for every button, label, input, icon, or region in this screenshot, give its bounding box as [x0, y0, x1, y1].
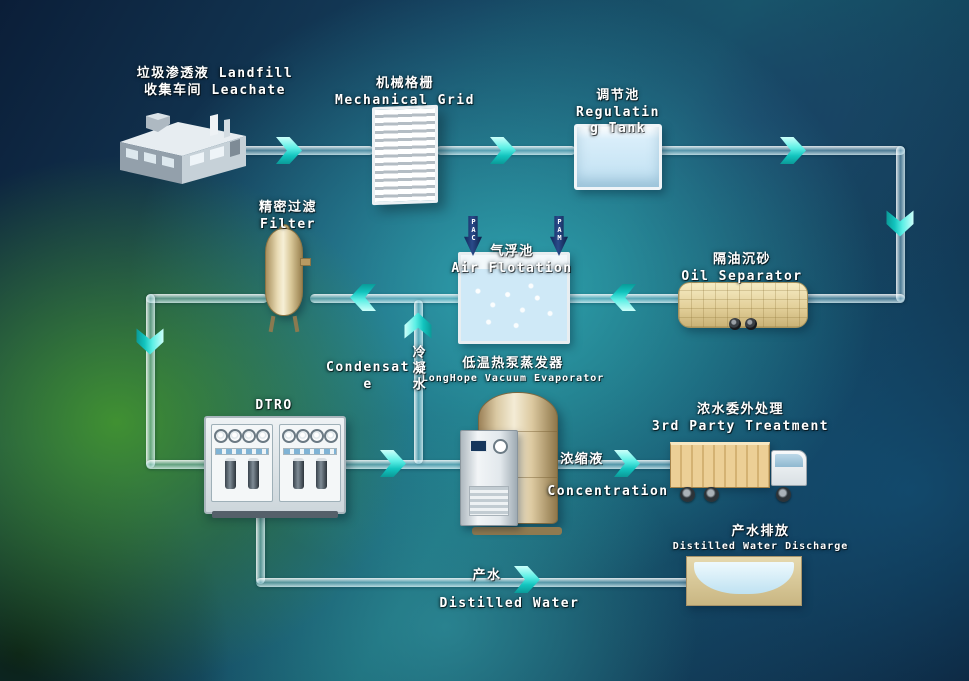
label-condensate-zh: 冷凝水 [409, 345, 425, 393]
pipe [146, 294, 155, 468]
membrane-housing-icon [316, 458, 328, 489]
filter-vessel-icon [262, 224, 311, 333]
dosing-arrow-icon: PAC [464, 216, 482, 256]
pipe [232, 146, 374, 155]
gauge-icon [282, 429, 296, 443]
membrane-housing-icon [292, 458, 304, 489]
wheel-icon [745, 318, 757, 330]
label-landfill: 垃圾渗透液 Landfill 收集车间 Leachate [120, 66, 310, 99]
factory-icon [112, 96, 252, 188]
label-air-flotation: 气浮池 Air Flotation [448, 244, 576, 277]
label-distilled-zh: 产水 [472, 568, 502, 583]
membrane-housing-icon [224, 458, 236, 489]
evaporator-icon [460, 392, 564, 535]
label-line: 收集车间 Leachate [144, 82, 286, 98]
dose-label: PAC [469, 218, 478, 242]
pipe [146, 460, 210, 469]
gauge-icon [310, 429, 324, 443]
label-line: 低温热泵蒸发器 [462, 356, 564, 371]
label-evaporator: 低温热泵蒸发器 LongHope Vacuum Evaporator [408, 356, 618, 385]
piping-strip [283, 448, 337, 455]
label-distilled-en: Distilled Water [439, 596, 580, 611]
label-line: g Tank [590, 121, 646, 137]
label-line: 垃圾渗透液 Landfill [136, 66, 294, 81]
membrane-housing-icon [248, 458, 260, 489]
oil-separator-icon [678, 282, 808, 330]
cabinet-vent [469, 486, 509, 516]
label-condensate-en: Condensate [326, 360, 410, 392]
dose-label: PAM [555, 218, 564, 242]
label-discharge: 产水排放 Distilled Water Discharge [658, 524, 863, 553]
gauge-icon [228, 429, 242, 443]
truck-icon [670, 436, 812, 502]
label-line: Mechanical Grid [335, 92, 475, 108]
label-line: LongHope Vacuum Evaporator [421, 372, 605, 384]
label-filter: 精密过滤 Filter [238, 200, 338, 233]
evaporator-base [472, 527, 562, 535]
label-line: Air Flotation [451, 260, 573, 276]
wheel-icon [729, 318, 741, 330]
filter-nozzle [300, 258, 311, 266]
filter-leg [292, 315, 300, 333]
air-flotation-tank-icon [458, 252, 570, 344]
label-concentration-en: Concentration [547, 484, 669, 499]
mechanical-grid-icon [372, 104, 438, 206]
truck-window [775, 454, 803, 467]
control-cabinet-icon [460, 430, 518, 526]
truck-cab [771, 450, 807, 486]
discharge-pool-icon [686, 556, 802, 606]
dtro-base [212, 511, 338, 518]
label-line: 浓水委外处理 [696, 402, 784, 417]
label-mechanical-grid: 机械格栅 Mechanical Grid [330, 76, 480, 109]
cabinet-screen [470, 440, 487, 452]
label-line: 产水排放 [731, 524, 790, 539]
wheel-icon [704, 487, 719, 502]
label-oil-separator: 隔油沉砂 Oil Separator [652, 252, 832, 285]
gauge-icon [214, 429, 228, 443]
wheel-icon [776, 487, 791, 502]
label-dtro: DTRO [224, 398, 324, 415]
label-line: 隔油沉砂 [712, 252, 771, 267]
label-line: Distilled Water Discharge [672, 540, 849, 552]
pipe [146, 294, 268, 303]
pipe [256, 510, 265, 584]
pipe [800, 294, 905, 303]
filter-leg [268, 315, 276, 333]
regulating-tank-icon [574, 124, 662, 190]
pipe [256, 578, 693, 587]
wheel-icon [680, 487, 695, 502]
piping-strip [215, 448, 269, 455]
pipe [414, 300, 423, 464]
label-line: 调节池 [596, 88, 640, 103]
pool-water [694, 562, 794, 594]
dosing-arrow-icon: PAM [550, 216, 568, 256]
label-line: Filter [260, 216, 316, 232]
dtro-panel [279, 424, 341, 502]
label-concentration-zh: 浓缩液 [560, 452, 604, 467]
label-line: 精密过滤 [258, 200, 317, 215]
pipe [658, 146, 905, 155]
pipe [310, 294, 462, 303]
label-third-party: 浓水委外处理 3rd Party Treatment [638, 402, 843, 435]
gauge-icon [296, 429, 310, 443]
label-line: Oil Separator [681, 268, 803, 284]
gauge-icon [256, 429, 270, 443]
dtro-unit-icon [204, 416, 346, 518]
label-line: Regulatin [576, 104, 660, 120]
label-line: DTRO [255, 398, 293, 413]
pipe [548, 460, 682, 469]
gauge-icon [324, 429, 338, 443]
gauge-icon [242, 429, 256, 443]
truck-cargo-box [670, 442, 770, 488]
label-line: 机械格栅 [375, 76, 434, 91]
filter-body [265, 228, 303, 316]
dtro-panel [211, 424, 273, 502]
cabinet-dial-icon [493, 439, 508, 454]
label-line: 3rd Party Treatment [651, 418, 830, 434]
label-regulating-tank: 调节池 Regulatin g Tank [562, 88, 674, 138]
label-line: 气浮池 [490, 244, 534, 259]
